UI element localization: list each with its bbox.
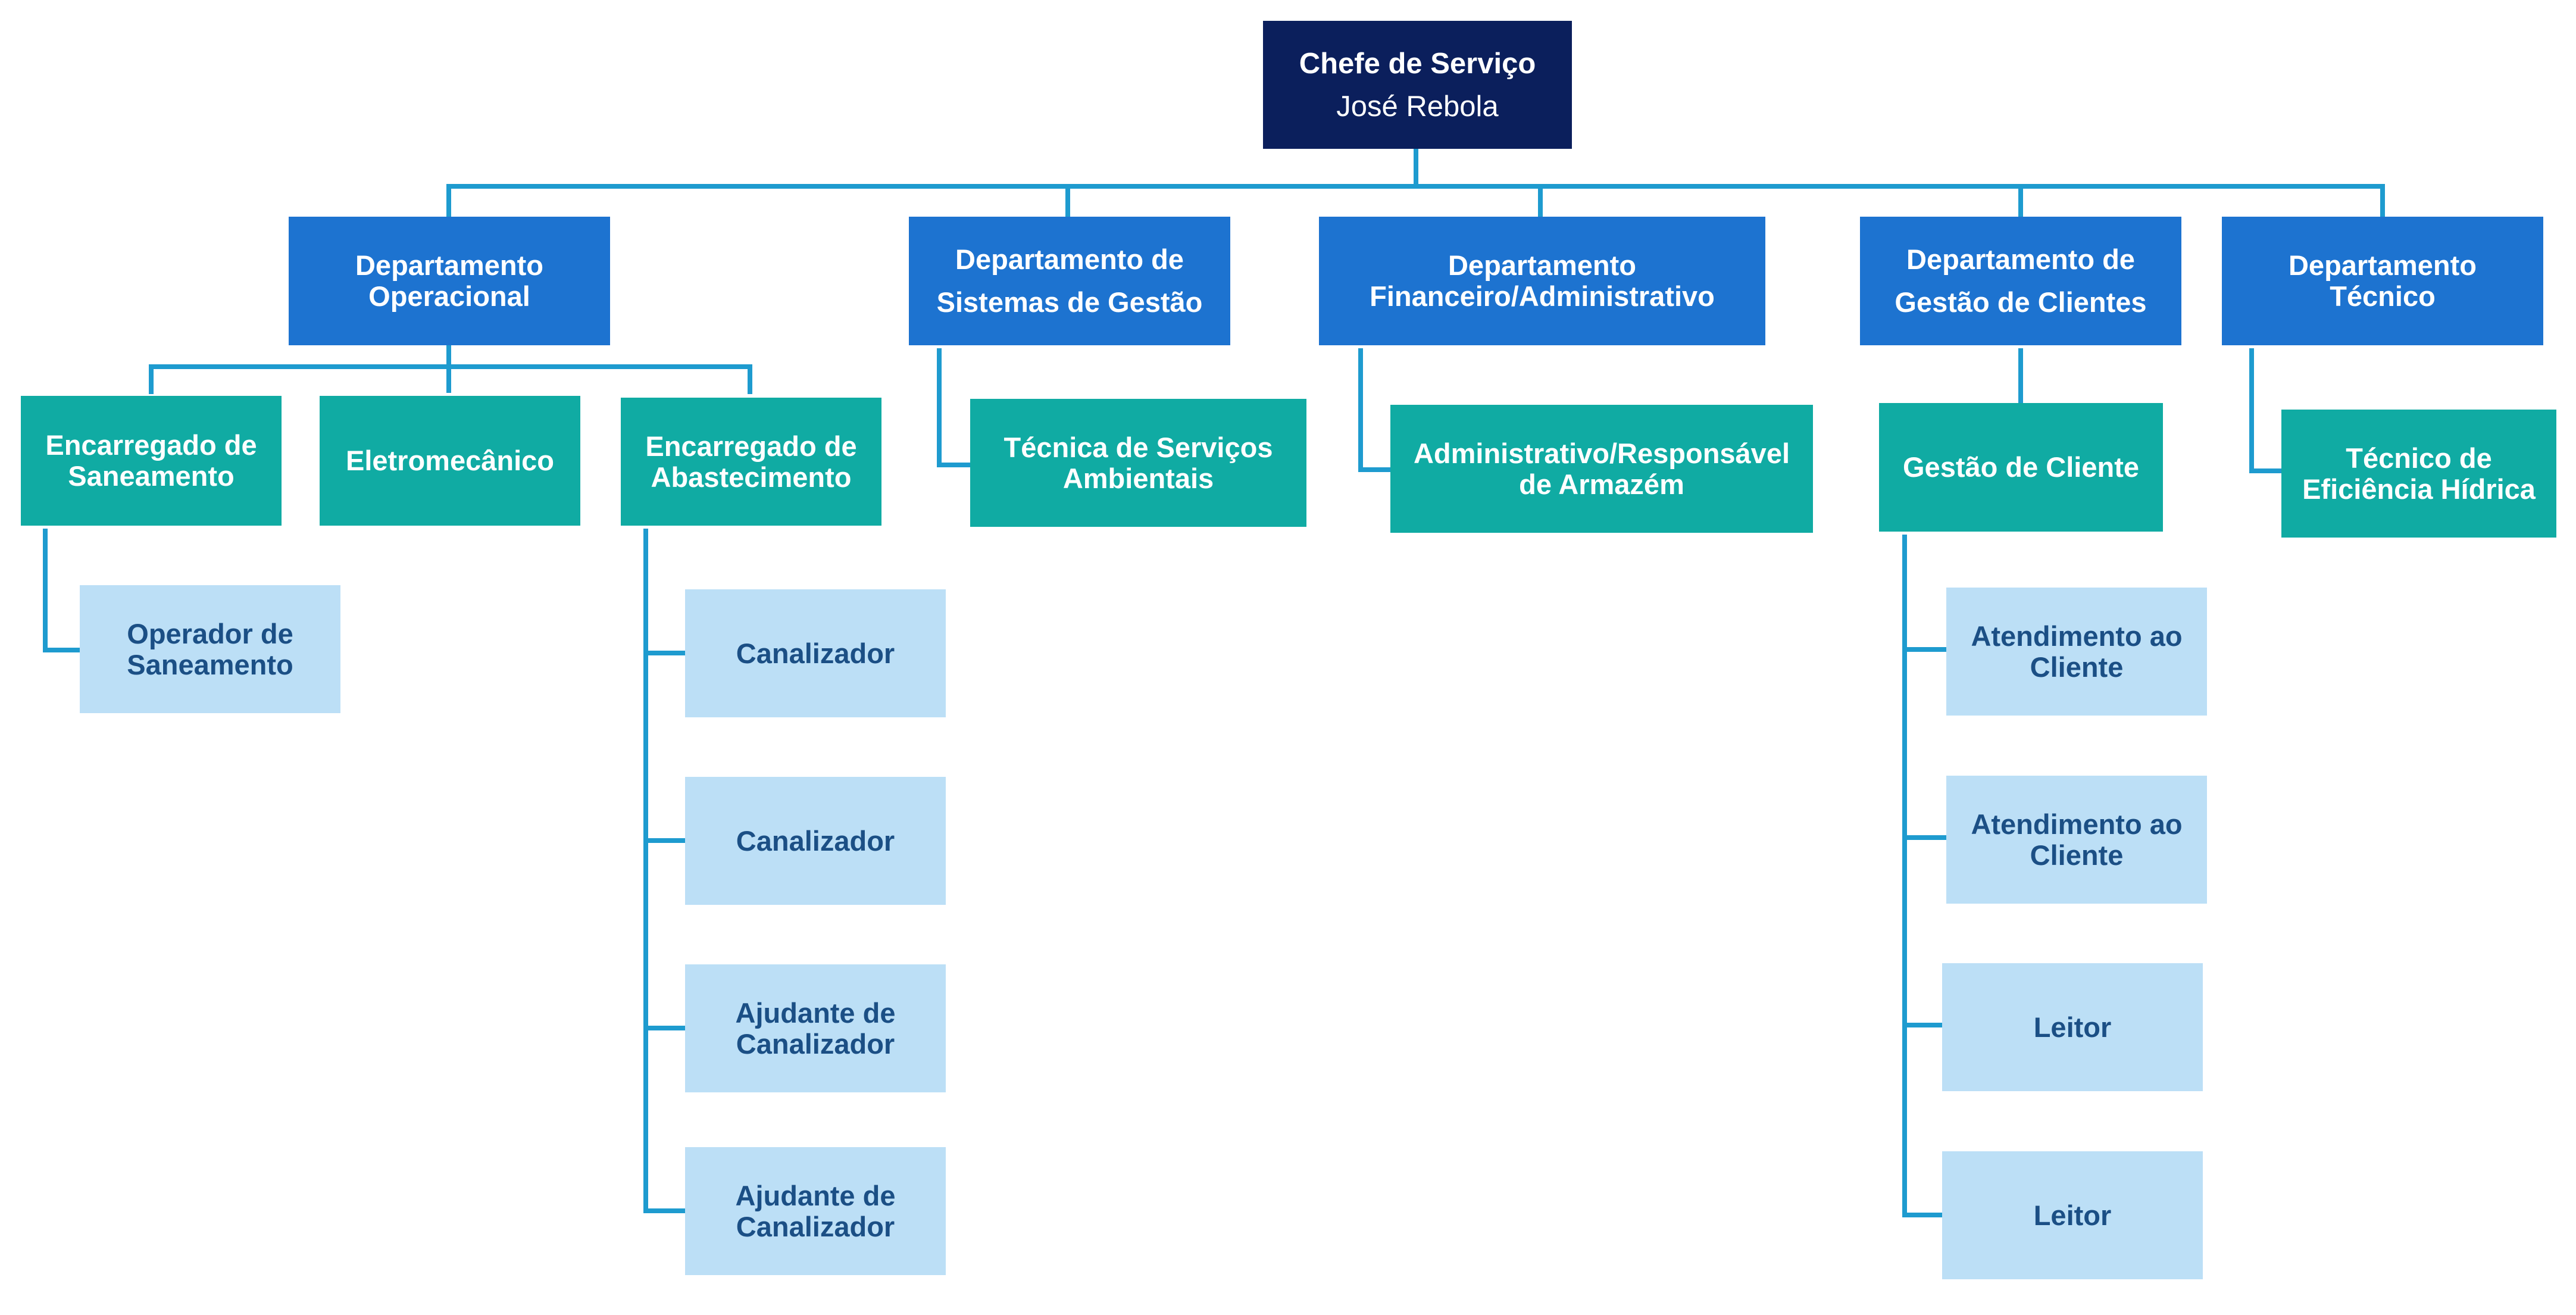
connector-line — [1902, 835, 1946, 840]
connector-line — [1902, 647, 1946, 652]
role-encarregado-abastecimento: Encarregado de Abastecimento — [621, 398, 881, 526]
staff-label: Atendimento ao Cliente — [1971, 808, 2183, 871]
role-gestao-cliente: Gestão de Cliente — [1879, 403, 2163, 532]
role-label: Encarregado de Abastecimento — [645, 430, 857, 493]
connector-line — [1065, 184, 1070, 217]
department-financeiro: Departamento Financeiro/Administrativo — [1319, 217, 1765, 345]
connector-line — [2018, 184, 2023, 217]
head-title: Chefe de Serviço — [1299, 47, 1536, 80]
connector-line — [1902, 1213, 1946, 1217]
role-label: Encarregado de Saneamento — [45, 429, 257, 492]
connector-line — [643, 529, 648, 1213]
connector-line — [446, 184, 2385, 189]
connector-line — [43, 529, 48, 652]
role-label: Administrativo/Responsável de Armazém — [1413, 437, 1790, 500]
department-label: Departamento Operacional — [355, 249, 543, 312]
role-label: Eletromecânico — [345, 445, 555, 476]
connector-line — [446, 345, 451, 393]
connector-line — [2249, 348, 2254, 473]
head-box: Chefe de Serviço José Rebola — [1263, 21, 1572, 149]
connector-line — [2018, 348, 2023, 403]
connector-line — [937, 348, 942, 467]
staff-label: Canalizador — [736, 637, 895, 669]
connector-line — [149, 364, 154, 394]
connector-line — [643, 1208, 685, 1213]
staff-label: Ajudante de Canalizador — [735, 1179, 896, 1242]
connector-line — [1414, 149, 1418, 187]
role-administrativo-armazem: Administrativo/Responsável de Armazém — [1390, 405, 1813, 533]
staff-ajudante-canalizador: Ajudante de Canalizador — [685, 1147, 946, 1275]
department-label: Departamento Financeiro/Administrativo — [1370, 249, 1715, 312]
connector-line — [748, 364, 752, 394]
role-eletromecanico: Eletromecânico — [320, 396, 580, 526]
role-label: Técnica de Serviços Ambientais — [1003, 431, 1273, 494]
connector-line — [643, 838, 685, 843]
staff-atendimento-cliente: Atendimento ao Cliente — [1946, 588, 2207, 716]
connector-line — [446, 184, 451, 217]
department-tecnico: Departamento Técnico — [2222, 217, 2543, 345]
staff-label: Leitor — [2033, 1011, 2112, 1043]
department-label: Departamento de Sistemas de Gestão — [936, 243, 1203, 318]
connector-line — [1902, 1023, 1946, 1027]
department-sistemas-gestao: Departamento de Sistemas de Gestão — [909, 217, 1230, 345]
staff-label: Operador de Saneamento — [127, 617, 293, 680]
connector-line — [1358, 467, 1390, 472]
staff-label: Leitor — [2033, 1199, 2112, 1231]
department-operacional: Departamento Operacional — [289, 217, 610, 345]
role-encarregado-saneamento: Encarregado de Saneamento — [21, 396, 282, 526]
connector-line — [1902, 535, 1907, 1217]
connector-line — [1358, 348, 1363, 472]
connector-line — [149, 364, 752, 369]
role-tecnica-servicos-ambientais: Técnica de Serviços Ambientais — [970, 399, 1306, 527]
staff-leitor: Leitor — [1942, 963, 2203, 1091]
staff-ajudante-canalizador: Ajudante de Canalizador — [685, 964, 946, 1092]
staff-atendimento-cliente: Atendimento ao Cliente — [1946, 776, 2207, 904]
staff-leitor: Leitor — [1942, 1151, 2203, 1279]
role-label: Técnico de Eficiência Hídrica — [2302, 442, 2536, 505]
connector-line — [643, 651, 685, 655]
head-name: José Rebola — [1336, 90, 1499, 123]
department-label: Departamento de Gestão de Clientes — [1895, 243, 2147, 318]
connector-line — [937, 463, 973, 467]
staff-label: Ajudante de Canalizador — [735, 997, 896, 1060]
department-gestao-clientes: Departamento de Gestão de Clientes — [1860, 217, 2181, 345]
staff-label: Atendimento ao Cliente — [1971, 620, 2183, 683]
staff-canalizador: Canalizador — [685, 777, 946, 905]
staff-canalizador: Canalizador — [685, 589, 946, 717]
staff-label: Canalizador — [736, 824, 895, 857]
connector-line — [2249, 468, 2281, 473]
department-label: Departamento Técnico — [2288, 249, 2477, 312]
staff-operador-saneamento: Operador de Saneamento — [80, 585, 340, 713]
connector-line — [1538, 184, 1543, 217]
role-tecnico-eficiencia-hidrica: Técnico de Eficiência Hídrica — [2281, 410, 2556, 538]
connector-line — [2380, 184, 2385, 217]
connector-line — [43, 648, 80, 652]
connector-line — [643, 1026, 685, 1030]
role-label: Gestão de Cliente — [1903, 451, 2139, 483]
